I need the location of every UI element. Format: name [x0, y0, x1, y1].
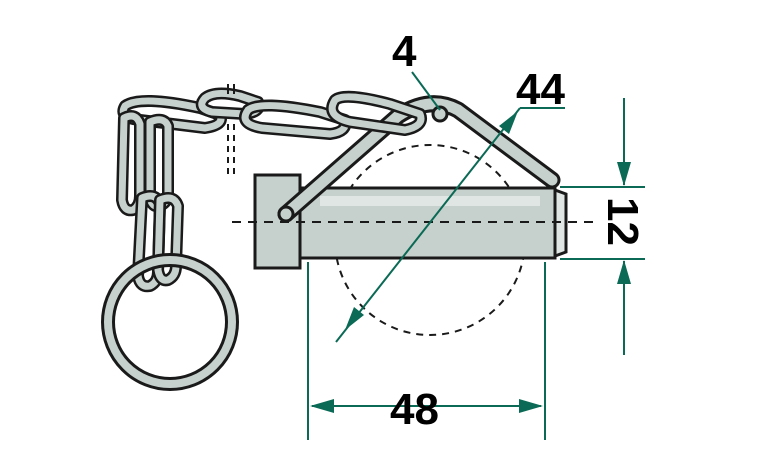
dim-label-4: 4: [392, 27, 417, 76]
bow-pivot: [277, 205, 295, 223]
chain-link-top-4: [326, 90, 427, 136]
pin-highlight: [320, 196, 540, 206]
chain-link-vertical-4: [152, 192, 184, 287]
dim-4-leader: [411, 71, 441, 111]
dim-label-48: 48: [390, 385, 439, 434]
chain-break-marks: [227, 84, 235, 176]
pin-head: [253, 173, 302, 270]
spring-bow: [277, 95, 561, 223]
dimension-lines: [307, 71, 645, 440]
dim-12-arrow-bottom: [617, 260, 631, 284]
chain-link-top-3: [239, 99, 352, 140]
bow-end-dot: [431, 105, 449, 123]
dim-44-arrow-bottom: [345, 307, 364, 330]
dim-label-44: 44: [516, 65, 565, 114]
dim-48-arrow-left: [310, 399, 334, 413]
dim-48-arrow-right: [519, 399, 543, 413]
dim-44-line: [335, 107, 521, 343]
dim-12-arrow-top: [617, 162, 631, 186]
dim-label-12: 12: [598, 197, 647, 246]
pull-ring: [101, 253, 239, 391]
dim-44-arrow-top: [499, 111, 518, 134]
chain: [116, 87, 427, 293]
